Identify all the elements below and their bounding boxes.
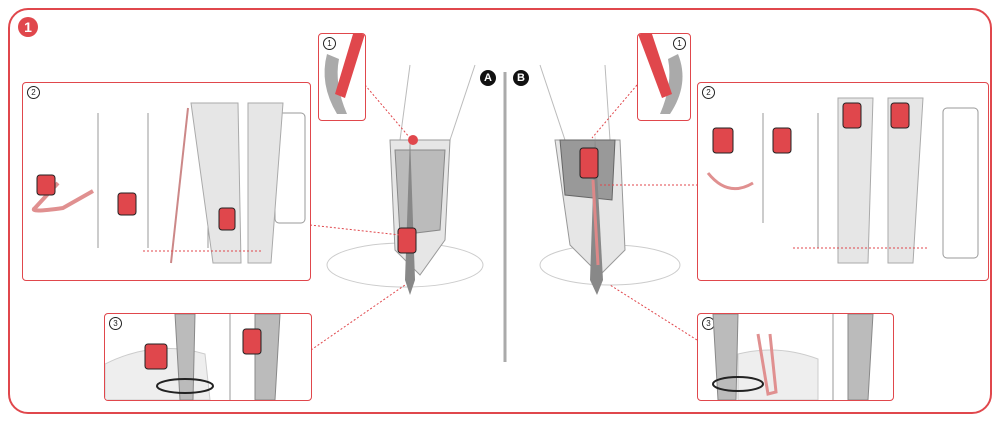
detail-a1: 1	[318, 33, 366, 121]
detail-number: 3	[109, 317, 122, 330]
detail-a2: 2	[22, 82, 311, 281]
detail-a3: 3	[104, 313, 312, 401]
detail-b2: 2	[697, 82, 989, 281]
detail-number: 2	[27, 86, 40, 99]
step-number-badge: 1	[18, 17, 38, 37]
detail-number: 1	[323, 37, 336, 50]
detail-number: 1	[673, 37, 686, 50]
view-label-a: A	[480, 70, 496, 86]
callout-lines	[309, 84, 698, 351]
illustration-frame	[8, 8, 992, 414]
detail-b3: 3	[697, 313, 894, 401]
detail-b1: 1	[637, 33, 691, 121]
view-label-b: B	[513, 70, 529, 86]
boot-a	[326, 64, 484, 295]
detail-number: 2	[702, 86, 715, 99]
